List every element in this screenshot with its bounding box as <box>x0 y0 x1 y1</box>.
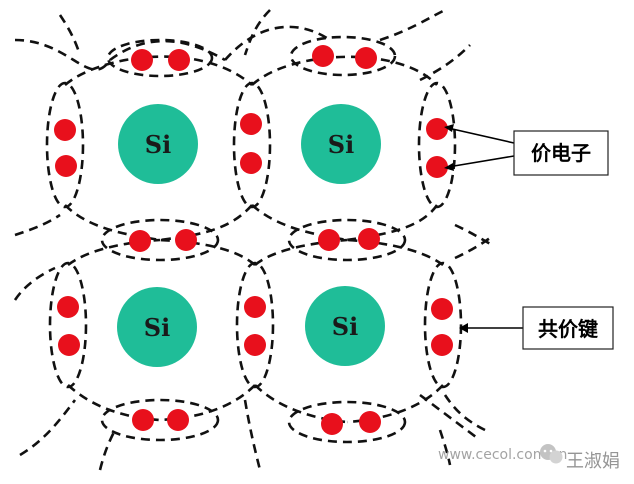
bond-line <box>419 44 471 82</box>
electron <box>175 229 197 251</box>
electron <box>57 296 79 318</box>
arrow-head-icon <box>459 323 468 333</box>
covalent-bond-callout: 共价键 <box>459 306 614 350</box>
electron <box>54 119 76 141</box>
watermark: www.cecol.com.cn 王淑娟 <box>438 444 620 472</box>
bond-orbit <box>45 81 85 209</box>
si-atom-label: Si <box>144 313 170 342</box>
bond-line <box>243 9 271 56</box>
si-atom-label: Si <box>328 130 354 159</box>
covalent-bond-label: 共价键 <box>538 317 598 341</box>
si-atom <box>118 104 198 184</box>
bond-line <box>19 399 77 457</box>
bond-line <box>14 38 226 71</box>
valence-electron-callout: 价电子 <box>444 124 609 176</box>
bond-line <box>346 238 444 267</box>
electron <box>431 298 453 320</box>
electron <box>129 230 151 252</box>
bond-line <box>159 204 253 242</box>
si-atom-label: Si <box>332 312 358 341</box>
electron <box>132 409 154 431</box>
watermark-site: www.cecol.com.cn <box>438 447 567 463</box>
electron <box>167 409 189 431</box>
bond-orbit <box>235 261 275 389</box>
electron <box>240 152 262 174</box>
arrow-head-icon <box>444 163 454 171</box>
bond-line <box>419 393 481 442</box>
wechat-icon <box>540 444 563 464</box>
electron <box>131 49 153 71</box>
bond-line <box>13 266 56 301</box>
bond-orbit <box>100 398 220 442</box>
bond-line <box>243 399 262 471</box>
electron <box>431 334 453 356</box>
electron <box>321 413 343 435</box>
watermark-author: 王淑娟 <box>566 451 620 472</box>
electron <box>318 229 340 251</box>
electron <box>426 118 448 140</box>
si-atom <box>117 287 197 367</box>
electron <box>312 45 334 67</box>
bond-orbit <box>232 81 272 209</box>
bond-lines <box>13 8 493 471</box>
callout-box <box>513 130 609 176</box>
bond-orbit <box>100 218 220 262</box>
electron <box>355 47 377 69</box>
bond-orbit <box>106 38 214 78</box>
bond-line <box>346 204 439 242</box>
atoms: Si Si Si Si <box>117 104 385 367</box>
bond-line <box>67 238 161 267</box>
bond-line <box>224 25 331 61</box>
bond-line <box>58 14 82 56</box>
bond-line <box>159 238 256 266</box>
callout-box <box>522 306 614 350</box>
bond-line <box>346 384 444 424</box>
electron <box>244 296 266 318</box>
bond-line <box>379 8 446 42</box>
bond-line <box>454 236 491 260</box>
bond-line <box>454 223 493 247</box>
si-atom-label: Si <box>145 130 171 159</box>
bond-orbit <box>48 261 88 389</box>
bond-orbit <box>287 218 407 262</box>
pointer-arrow <box>447 127 515 144</box>
bond-line <box>438 429 452 466</box>
si-atom <box>301 104 381 184</box>
bond-orbit <box>289 35 397 77</box>
bond-line <box>14 213 61 237</box>
bond-line <box>98 429 117 471</box>
electron <box>358 228 380 250</box>
electron <box>240 113 262 135</box>
electron <box>244 334 266 356</box>
electron <box>168 49 190 71</box>
electron <box>58 334 80 356</box>
electron <box>55 155 77 177</box>
bond-line <box>251 55 438 86</box>
bond-line <box>254 238 348 267</box>
electrons <box>54 45 453 435</box>
si-atom <box>305 286 385 366</box>
bond-line <box>443 394 486 432</box>
electron <box>359 411 381 433</box>
arrow-head-icon <box>444 124 454 132</box>
electron <box>426 156 448 178</box>
bond-orbit <box>417 81 457 209</box>
valence-electron-label: 价电子 <box>531 141 591 165</box>
pointer-arrow <box>447 155 515 168</box>
bond-orbit <box>423 261 463 389</box>
bond-orbit <box>287 400 407 444</box>
